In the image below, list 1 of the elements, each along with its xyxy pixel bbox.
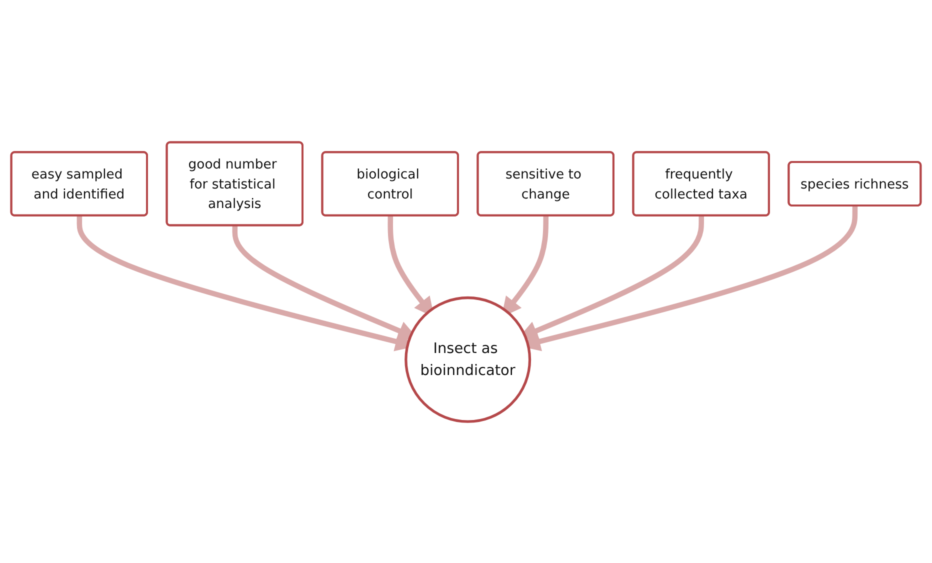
node-circle: Insect as bioinndicator [404, 296, 532, 422]
